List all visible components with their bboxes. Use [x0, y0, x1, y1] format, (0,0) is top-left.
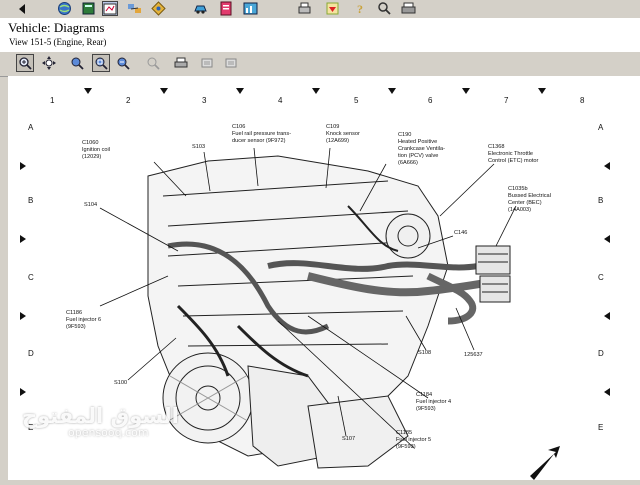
grid-row-label: E	[28, 423, 33, 432]
diagram-viewport[interactable]: 1 2 3 4 5 6 7 8 A A B B C C D D E E	[8, 76, 640, 480]
grid-tick-marker	[20, 312, 26, 320]
grid-tick-marker	[20, 162, 26, 170]
grid-row-label: C	[598, 273, 604, 282]
grid-row-label: C	[28, 273, 34, 282]
printer-icon[interactable]	[400, 1, 416, 16]
grid-tick-marker	[160, 88, 168, 94]
print-icon[interactable]	[172, 54, 190, 72]
callout-c146[interactable]: C146	[454, 230, 467, 236]
callout-leaders	[99, 147, 517, 449]
title-bar: Vehicle: Diagrams View 151-5 (Engine, Re…	[0, 18, 640, 53]
book-icon[interactable]	[80, 1, 96, 16]
zoom-fit-icon[interactable]	[92, 54, 110, 72]
grid-row-label: A	[598, 123, 604, 132]
grid-tick-marker	[462, 88, 470, 94]
grid-tick-marker	[236, 88, 244, 94]
grid-column-label: 4	[278, 96, 283, 105]
grid-tick-marker	[604, 235, 610, 243]
grid-row-label: D	[28, 349, 34, 358]
callout-s108[interactable]: S108	[418, 350, 431, 356]
grid-column-label: 7	[504, 96, 509, 105]
back-arrow-icon[interactable]	[14, 1, 30, 16]
diagram-icon[interactable]	[102, 1, 118, 16]
download-icon[interactable]	[324, 1, 340, 16]
grid-tick-marker	[312, 88, 320, 94]
grid-tick-marker	[388, 88, 396, 94]
grid-row-label: B	[598, 196, 603, 205]
grid-column-label: 6	[428, 96, 433, 105]
grid-column-label: 2	[126, 96, 131, 105]
document-icon[interactable]	[218, 1, 234, 16]
callout-s104[interactable]: S104	[84, 202, 97, 208]
page-title: Vehicle: Diagrams	[8, 20, 105, 35]
info-icon[interactable]: ?	[352, 1, 368, 16]
grid-row-label: E	[598, 423, 603, 432]
engine-illustration	[147, 155, 511, 469]
print-icon[interactable]	[296, 1, 312, 16]
view-toolbar	[0, 52, 640, 77]
navigation-arrow-icon	[530, 446, 560, 480]
grid-column-labels: 1 2 3 4 5 6 7 8	[50, 88, 585, 105]
grid-row-label: B	[28, 196, 33, 205]
engine-diagram: 1 2 3 4 5 6 7 8 A A B B C C D D E E	[20, 88, 610, 480]
grid-column-label: 3	[202, 96, 207, 105]
callout-n125637[interactable]: 125637	[464, 352, 483, 358]
grid-tick-marker	[604, 312, 610, 320]
view-label: View 151-5 (Engine, Rear)	[9, 37, 107, 47]
zoom-in-icon[interactable]	[16, 54, 34, 72]
car-icon[interactable]	[192, 1, 208, 16]
grid-tick-marker	[20, 235, 26, 243]
copy-icon[interactable]	[198, 54, 216, 72]
pan-icon[interactable]	[40, 54, 58, 72]
watermark-logo: السوق المفتوح opensooq.com	[22, 404, 179, 439]
grid-column-label: 5	[354, 96, 359, 105]
callout-s103[interactable]: S103	[192, 144, 205, 150]
grid-column-label: 8	[580, 96, 585, 105]
globe-icon[interactable]	[56, 1, 72, 16]
grid-tick-marker	[538, 88, 546, 94]
grid-row-label: A	[28, 123, 34, 132]
grid-row-label: D	[598, 349, 604, 358]
app-toolbar: ?	[0, 0, 640, 18]
grid-tick-marker	[20, 388, 26, 396]
zoom-out-icon[interactable]	[114, 54, 132, 72]
grid-row-labels: A A B B C C D D E E	[20, 123, 610, 432]
zoom-disabled-icon	[144, 54, 162, 72]
zoom-area-icon[interactable]	[68, 54, 86, 72]
network-icon[interactable]	[126, 1, 142, 16]
diamond-icon[interactable]	[150, 1, 166, 16]
svg-text:?: ?	[357, 2, 363, 16]
grid-tick-marker	[604, 388, 610, 396]
copy-alt-icon[interactable]	[222, 54, 240, 72]
grid-column-label: 1	[50, 96, 55, 105]
grid-tick-marker	[84, 88, 92, 94]
chart-icon[interactable]	[242, 1, 258, 16]
callout-s100[interactable]: S100	[114, 380, 127, 386]
callout-s107[interactable]: S107	[342, 436, 355, 442]
grid-tick-marker	[604, 162, 610, 170]
magnifier-icon[interactable]	[376, 1, 392, 16]
